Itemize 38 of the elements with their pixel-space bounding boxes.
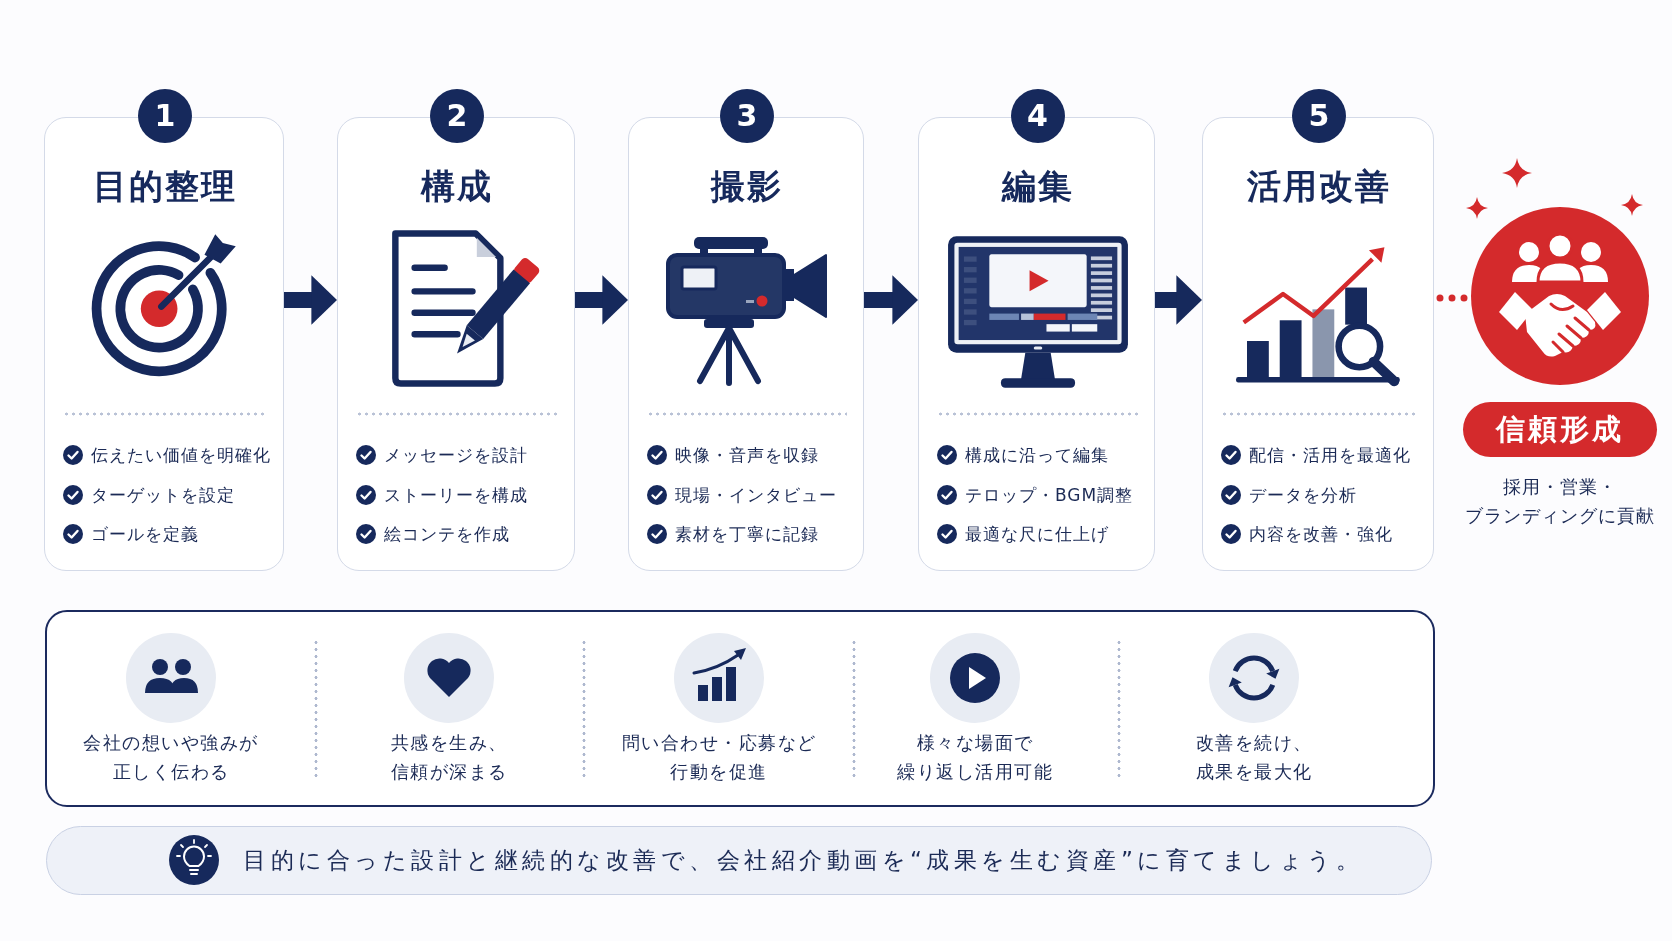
checklist-item: ターゲットを設定 (91, 483, 235, 507)
benefit-text: 様々な場面で繰り返し活用可能 (897, 731, 1053, 784)
checklist-item: 最適な尺に仕上げ (965, 523, 1109, 546)
checklist-item: ゴールを定義 (91, 523, 199, 546)
checklist-item: 現場・インタビュー (675, 483, 837, 507)
step-number: 2 (430, 89, 484, 143)
arrow (1155, 275, 1202, 325)
checklist-item: テロップ・BGM調整 (965, 483, 1134, 507)
checklist-item: 伝えたい価値を明確化 (91, 444, 271, 467)
checklist-item: 映像・音声を収録 (675, 444, 819, 467)
checklist-item: 絵コンテを作成 (384, 523, 510, 546)
step-title: 目的整理 (93, 166, 237, 206)
step-title: 活用改善 (1247, 166, 1391, 206)
checklist-item: ストーリーを構成 (384, 483, 528, 507)
arrow (575, 275, 628, 325)
message-text: 目的に合った設計と継続的な改善で、会社紹介動画を“成果を生む資産”に育てましょう。 (243, 846, 1364, 875)
step-title: 撮影 (711, 166, 783, 206)
benefits-panel (45, 610, 1435, 807)
arrow (284, 275, 337, 325)
step-title: 構成 (421, 166, 493, 206)
step-title: 編集 (1001, 166, 1074, 206)
step-number: 1 (138, 89, 192, 143)
caption-text: 採用・営業・ブランディングに貢献 (1465, 475, 1655, 528)
checklist-item: データを分析 (1249, 483, 1357, 507)
checklist-item: 内容を改善・強化 (1249, 523, 1393, 546)
checklist-item: 素材を丁寧に記録 (675, 523, 819, 546)
checklist-item: 配信・活用を最適化 (1249, 444, 1411, 467)
benefit-text: 共感を生み、信頼が深まる (390, 731, 508, 784)
benefit-text: 問い合わせ・応募など行動を促進 (621, 731, 817, 784)
checklist-item: 構成に沿って編集 (965, 444, 1109, 467)
result-pill: 信頼形成 (1463, 402, 1657, 457)
arrow (864, 275, 918, 325)
benefit-text: 会社の想いや強みが正しく伝わる (83, 731, 259, 784)
checklist-item: メッセージを設計 (384, 444, 528, 467)
step-number: 3 (720, 89, 774, 143)
benefit-text: 改善を続け、成果を最大化 (1195, 731, 1313, 784)
step-number: 5 (1292, 89, 1346, 143)
step-number: 4 (1010, 89, 1065, 143)
